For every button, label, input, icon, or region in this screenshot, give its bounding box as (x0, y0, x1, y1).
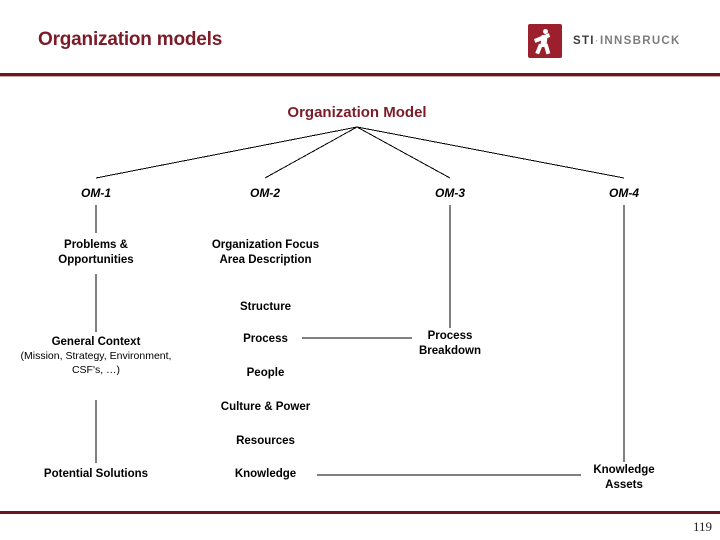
footer-divider (0, 511, 720, 514)
diagram-node-om-2: OM-2 (250, 186, 280, 200)
diagram-node-process-breakdown: Process Breakdown (390, 329, 510, 360)
connector-root-to-om2 (264, 126, 358, 179)
diagram-node-knowledge: Knowledge (234, 468, 297, 480)
node-line-2: Assets (605, 479, 643, 492)
node-line-2: Opportunities (58, 254, 134, 267)
node-line-1: Problems & (64, 239, 128, 251)
diagram-node-knowledge-assets: Knowledge Assets (564, 463, 684, 494)
header-divider (0, 73, 720, 76)
sti-innsbruck-logo: STI·INNSBRUCK (528, 22, 681, 60)
node-sub-text: (Mission, Strategy, Environment, CSF's, … (20, 350, 172, 377)
diagram-node-organization-focus-area: Organization Focus Area Description (183, 238, 348, 269)
diagram-node-structure: Structure (239, 301, 292, 313)
logo-wordmark: STI·INNSBRUCK (573, 35, 681, 47)
diagram-node-process: Process (243, 333, 288, 345)
connector-root-to-om1 (95, 126, 358, 179)
node-line-1: Process (427, 330, 473, 342)
figure-right-leg-shape (543, 43, 551, 55)
figure-head-shape (543, 29, 548, 34)
node-line-1: General Context (51, 336, 141, 348)
figure-left-leg-shape (535, 43, 543, 55)
connector-root-to-om3 (356, 126, 451, 179)
diagram-node-general-context: General Context (Mission, Strategy, Envi… (16, 335, 176, 378)
page-title: Organization models (38, 29, 223, 50)
diagram-root-label: Organization Model (287, 104, 427, 121)
diagram-node-problems-opportunities: Problems & Opportunities (16, 238, 176, 269)
diagram-node-om-1: OM-1 (81, 186, 111, 200)
diagram-node-om-4: OM-4 (609, 186, 639, 200)
logo-city: INNSBRUCK (599, 35, 681, 47)
diagram-node-resources: Resources (236, 435, 295, 447)
diagram-node-om-3: OM-3 (435, 186, 465, 200)
sti-figure-mark-icon (528, 24, 562, 58)
node-line-1: Knowledge (593, 464, 655, 476)
connector-root-to-om4 (356, 126, 625, 179)
diagram-node-culture-power: Culture & Power (220, 401, 311, 413)
node-line-1: Organization Focus (211, 239, 320, 251)
diagram-connectors (95, 126, 625, 476)
logo-separator: · (594, 35, 600, 47)
header-divider-soft (0, 76, 720, 77)
logo-abbr: STI (573, 35, 595, 47)
organization-model-diagram: Organization Model OM-1 OM-2 OM-3 OM-4 P… (0, 78, 720, 508)
node-line-2: Area Description (219, 254, 312, 267)
diagram-node-people: People (246, 367, 285, 379)
page-number: 119 (692, 519, 712, 534)
node-line-2: Breakdown (419, 345, 481, 358)
diagram-node-potential-solutions: Potential Solutions (43, 468, 149, 480)
